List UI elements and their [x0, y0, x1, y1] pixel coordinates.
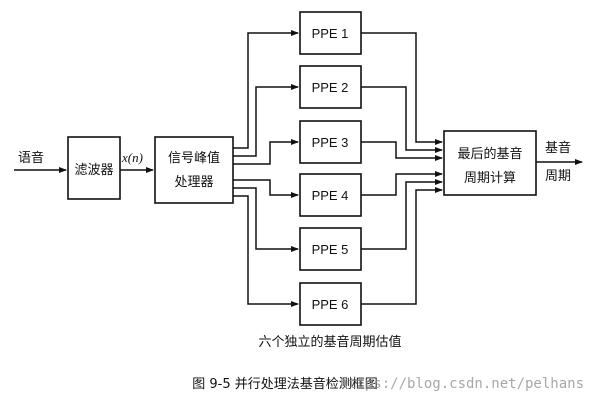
filter-label: 滤波器 — [74, 163, 113, 178]
wire-to-ppe4 — [233, 179, 299, 198]
filter-block — [67, 136, 121, 200]
final-block-line2: 周期计算 — [464, 171, 516, 186]
wire-to-ppe1 — [233, 30, 299, 149]
ppe5-block — [299, 227, 362, 271]
figure-caption: 图 9-5 并行处理法基音检测框图 — [192, 376, 378, 392]
estimates-caption: 六个独立的基音周期估值 — [258, 334, 401, 350]
signal-label: x(n) — [121, 150, 143, 165]
wire-from-ppe1 — [361, 32, 443, 145]
wire-from-ppe2 — [361, 86, 443, 153]
input-label: 语音 — [18, 150, 44, 166]
wire-from-ppe6 — [361, 187, 443, 305]
final-block-line1: 最后的基音 — [457, 146, 522, 162]
ppe2-block — [299, 65, 362, 109]
output-label-line2: 周期 — [545, 169, 571, 184]
wire-to-ppe3 — [233, 139, 299, 165]
ppe4-label: PPE 4 — [312, 188, 349, 203]
wire-to-ppe2 — [233, 84, 299, 157]
ppe5-label: PPE 5 — [312, 242, 349, 257]
final-pitch-block — [443, 130, 537, 196]
output-label-line1: 基音 — [545, 140, 571, 156]
wire-to-ppe5 — [233, 187, 299, 252]
ppe3-block — [299, 120, 362, 164]
ppe3-label: PPE 3 — [312, 135, 349, 150]
ppe2-label: PPE 2 — [312, 80, 349, 95]
peak-processor-block — [154, 136, 234, 204]
ppe6-label: PPE 6 — [312, 297, 349, 312]
wire-from-ppe4 — [361, 171, 443, 196]
ppe1-block — [299, 11, 362, 55]
wire-to-ppe6 — [233, 195, 299, 307]
ppe1-label: PPE 1 — [312, 26, 349, 41]
wire-from-ppe5 — [361, 179, 443, 250]
ppe4-block — [299, 173, 362, 217]
wire-from-ppe3 — [361, 141, 443, 161]
watermark: https://blog.csdn.net/pelhans — [340, 376, 584, 392]
peak-processor-line1: 信号峰值 — [168, 150, 220, 166]
peak-processor-line2: 处理器 — [174, 175, 213, 190]
